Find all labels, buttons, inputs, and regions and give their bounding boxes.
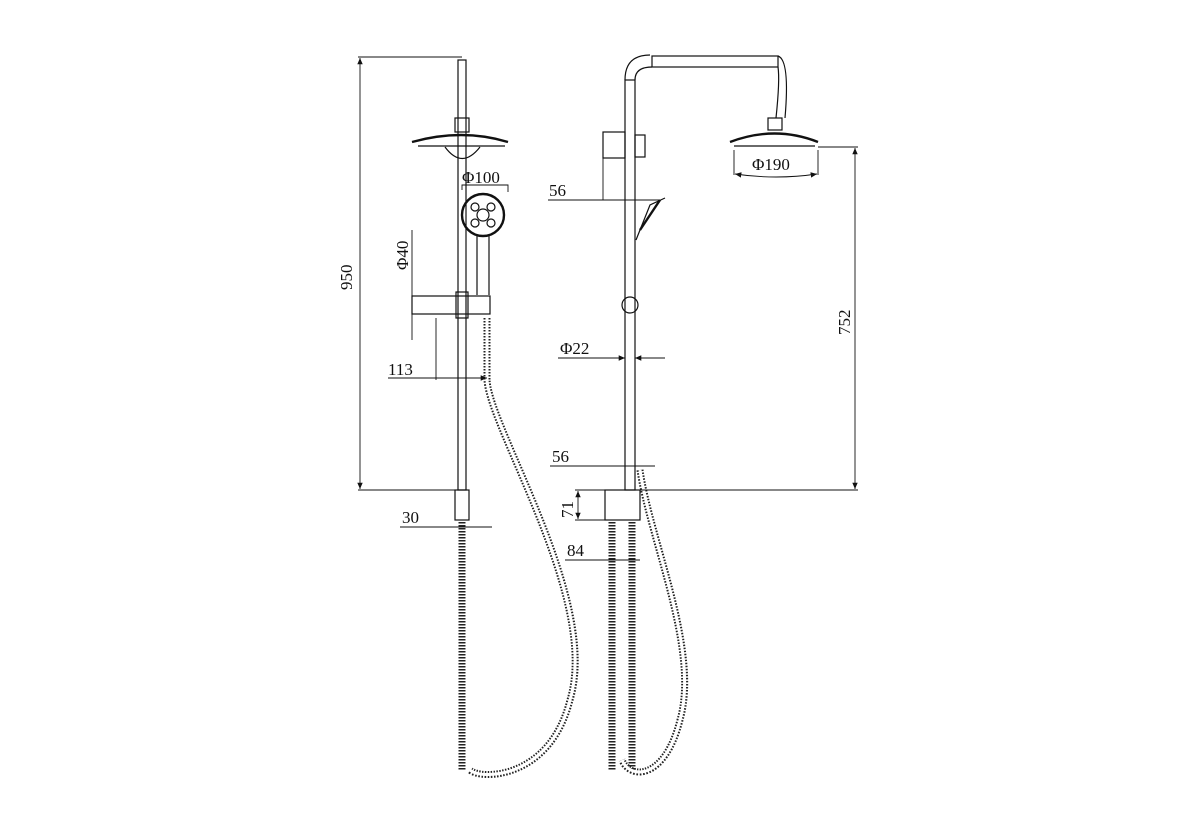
bracket-offset-label: 113 bbox=[388, 360, 413, 379]
inlet-connector bbox=[454, 489, 470, 521]
hose bbox=[467, 318, 579, 778]
diverter-body bbox=[604, 489, 641, 521]
overhead-shower-head bbox=[411, 117, 509, 160]
slide-bracket bbox=[411, 295, 491, 315]
riser-rail bbox=[457, 59, 467, 491]
handset-diameter-label: Φ100 bbox=[462, 168, 500, 187]
head-height-label: 752 bbox=[835, 310, 854, 336]
front-view: 950 Φ100 Φ40 113 30 bbox=[337, 56, 579, 778]
head-diameter-label: Φ190 bbox=[752, 155, 790, 174]
inlet-width-label: 30 bbox=[402, 508, 419, 527]
side-view: 56 Φ22 56 71 84 Φ190 752 bbox=[548, 54, 858, 776]
rail-diameter-label: Φ22 bbox=[560, 339, 589, 358]
body-height-label: 71 bbox=[558, 501, 577, 518]
side-shower-head bbox=[729, 132, 819, 144]
lower-offset-label: 56 bbox=[552, 447, 569, 466]
body-width-label: 84 bbox=[567, 541, 585, 560]
shower-arm bbox=[651, 55, 779, 68]
height-950-label: 950 bbox=[337, 265, 356, 291]
upper-offset-label: 56 bbox=[549, 181, 566, 200]
hand-shower bbox=[460, 192, 506, 295]
side-riser-rail bbox=[624, 79, 636, 491]
arm-bend bbox=[624, 54, 653, 81]
bracket-diameter-label: Φ40 bbox=[393, 241, 412, 270]
side-hand-shower bbox=[639, 199, 661, 231]
